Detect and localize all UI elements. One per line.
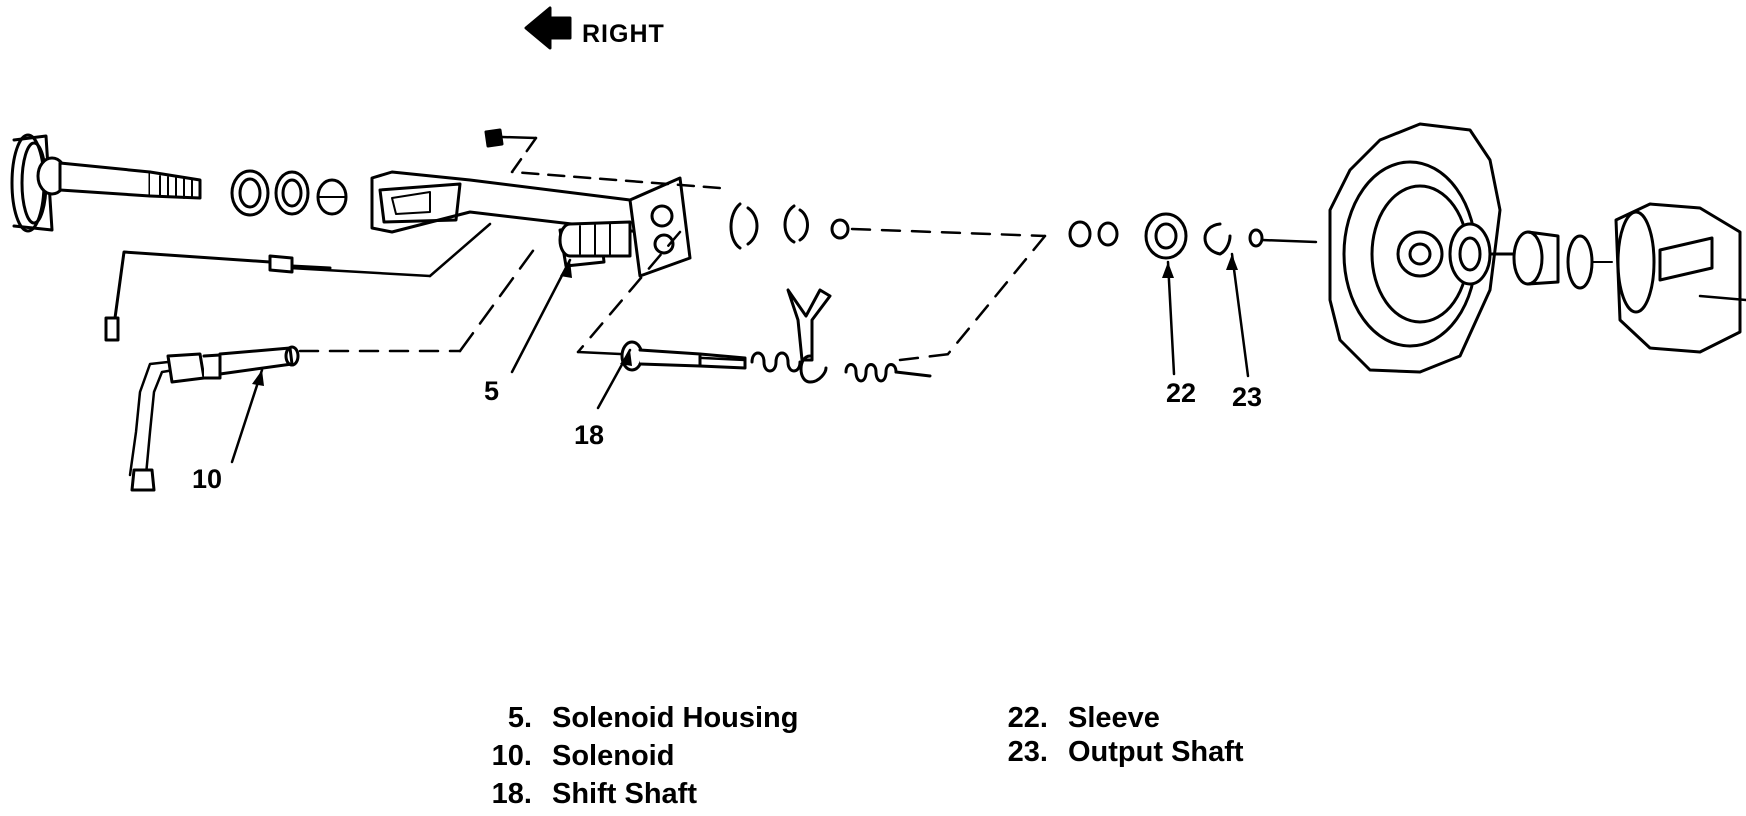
small-clip (1248, 228, 1318, 248)
bolt (484, 128, 722, 190)
sleeve (1144, 212, 1188, 260)
side-bearing (1448, 222, 1560, 286)
shift-fork (786, 288, 832, 384)
legend-item-name: Sleeve (1068, 702, 1160, 734)
solenoid-cylinder (558, 220, 632, 258)
callout-5: 5 (484, 376, 500, 406)
legend-item-number: 22. (1007, 702, 1048, 734)
sensor-wire (104, 250, 332, 342)
retaining-clip-1 (729, 202, 759, 250)
right-direction-arrow-icon (524, 6, 572, 50)
shift-shaft (620, 340, 747, 372)
seal-ring-1 (230, 169, 270, 217)
bearing (316, 178, 348, 216)
legend-item: 18. Shift Shaft (462, 778, 697, 811)
legend-item-name: Output Shaft (1068, 736, 1244, 768)
legend-item-number: 10. (491, 740, 532, 772)
legend-item-number: 5. (507, 702, 532, 734)
small-washer (830, 218, 850, 240)
retaining-clip-2 (783, 204, 809, 244)
spring-2 (844, 363, 932, 383)
legend-item-name: Solenoid (552, 740, 675, 772)
legend-item-number: 18. (491, 778, 532, 810)
legend-item: 22. Sleeve (978, 702, 1160, 735)
direction-label: RIGHT (582, 20, 665, 48)
legend-item: 10. Solenoid (462, 740, 675, 773)
legend-item-name: Solenoid Housing (552, 702, 799, 734)
seal-ring-2 (274, 170, 310, 216)
legend-item: 5. Solenoid Housing (462, 702, 799, 735)
snap-ring (1203, 222, 1232, 256)
thrust-washer (1068, 220, 1119, 248)
axle-shaft (10, 133, 202, 233)
callout-23: 23 (1232, 382, 1263, 412)
legend-item-name: Shift Shaft (552, 778, 697, 810)
solenoid-housing (370, 170, 692, 278)
bearing-race (1566, 234, 1613, 290)
axle-flange (1614, 202, 1746, 354)
callout-18: 18 (574, 420, 605, 450)
spring-1 (750, 351, 802, 373)
differential-carrier (1328, 122, 1502, 374)
solenoid-unit (128, 345, 300, 492)
legend-item: 23. Output Shaft (978, 736, 1244, 769)
callout-10: 10 (192, 464, 223, 494)
callout-22: 22 (1166, 378, 1197, 408)
legend-item-number: 23. (1007, 736, 1048, 768)
